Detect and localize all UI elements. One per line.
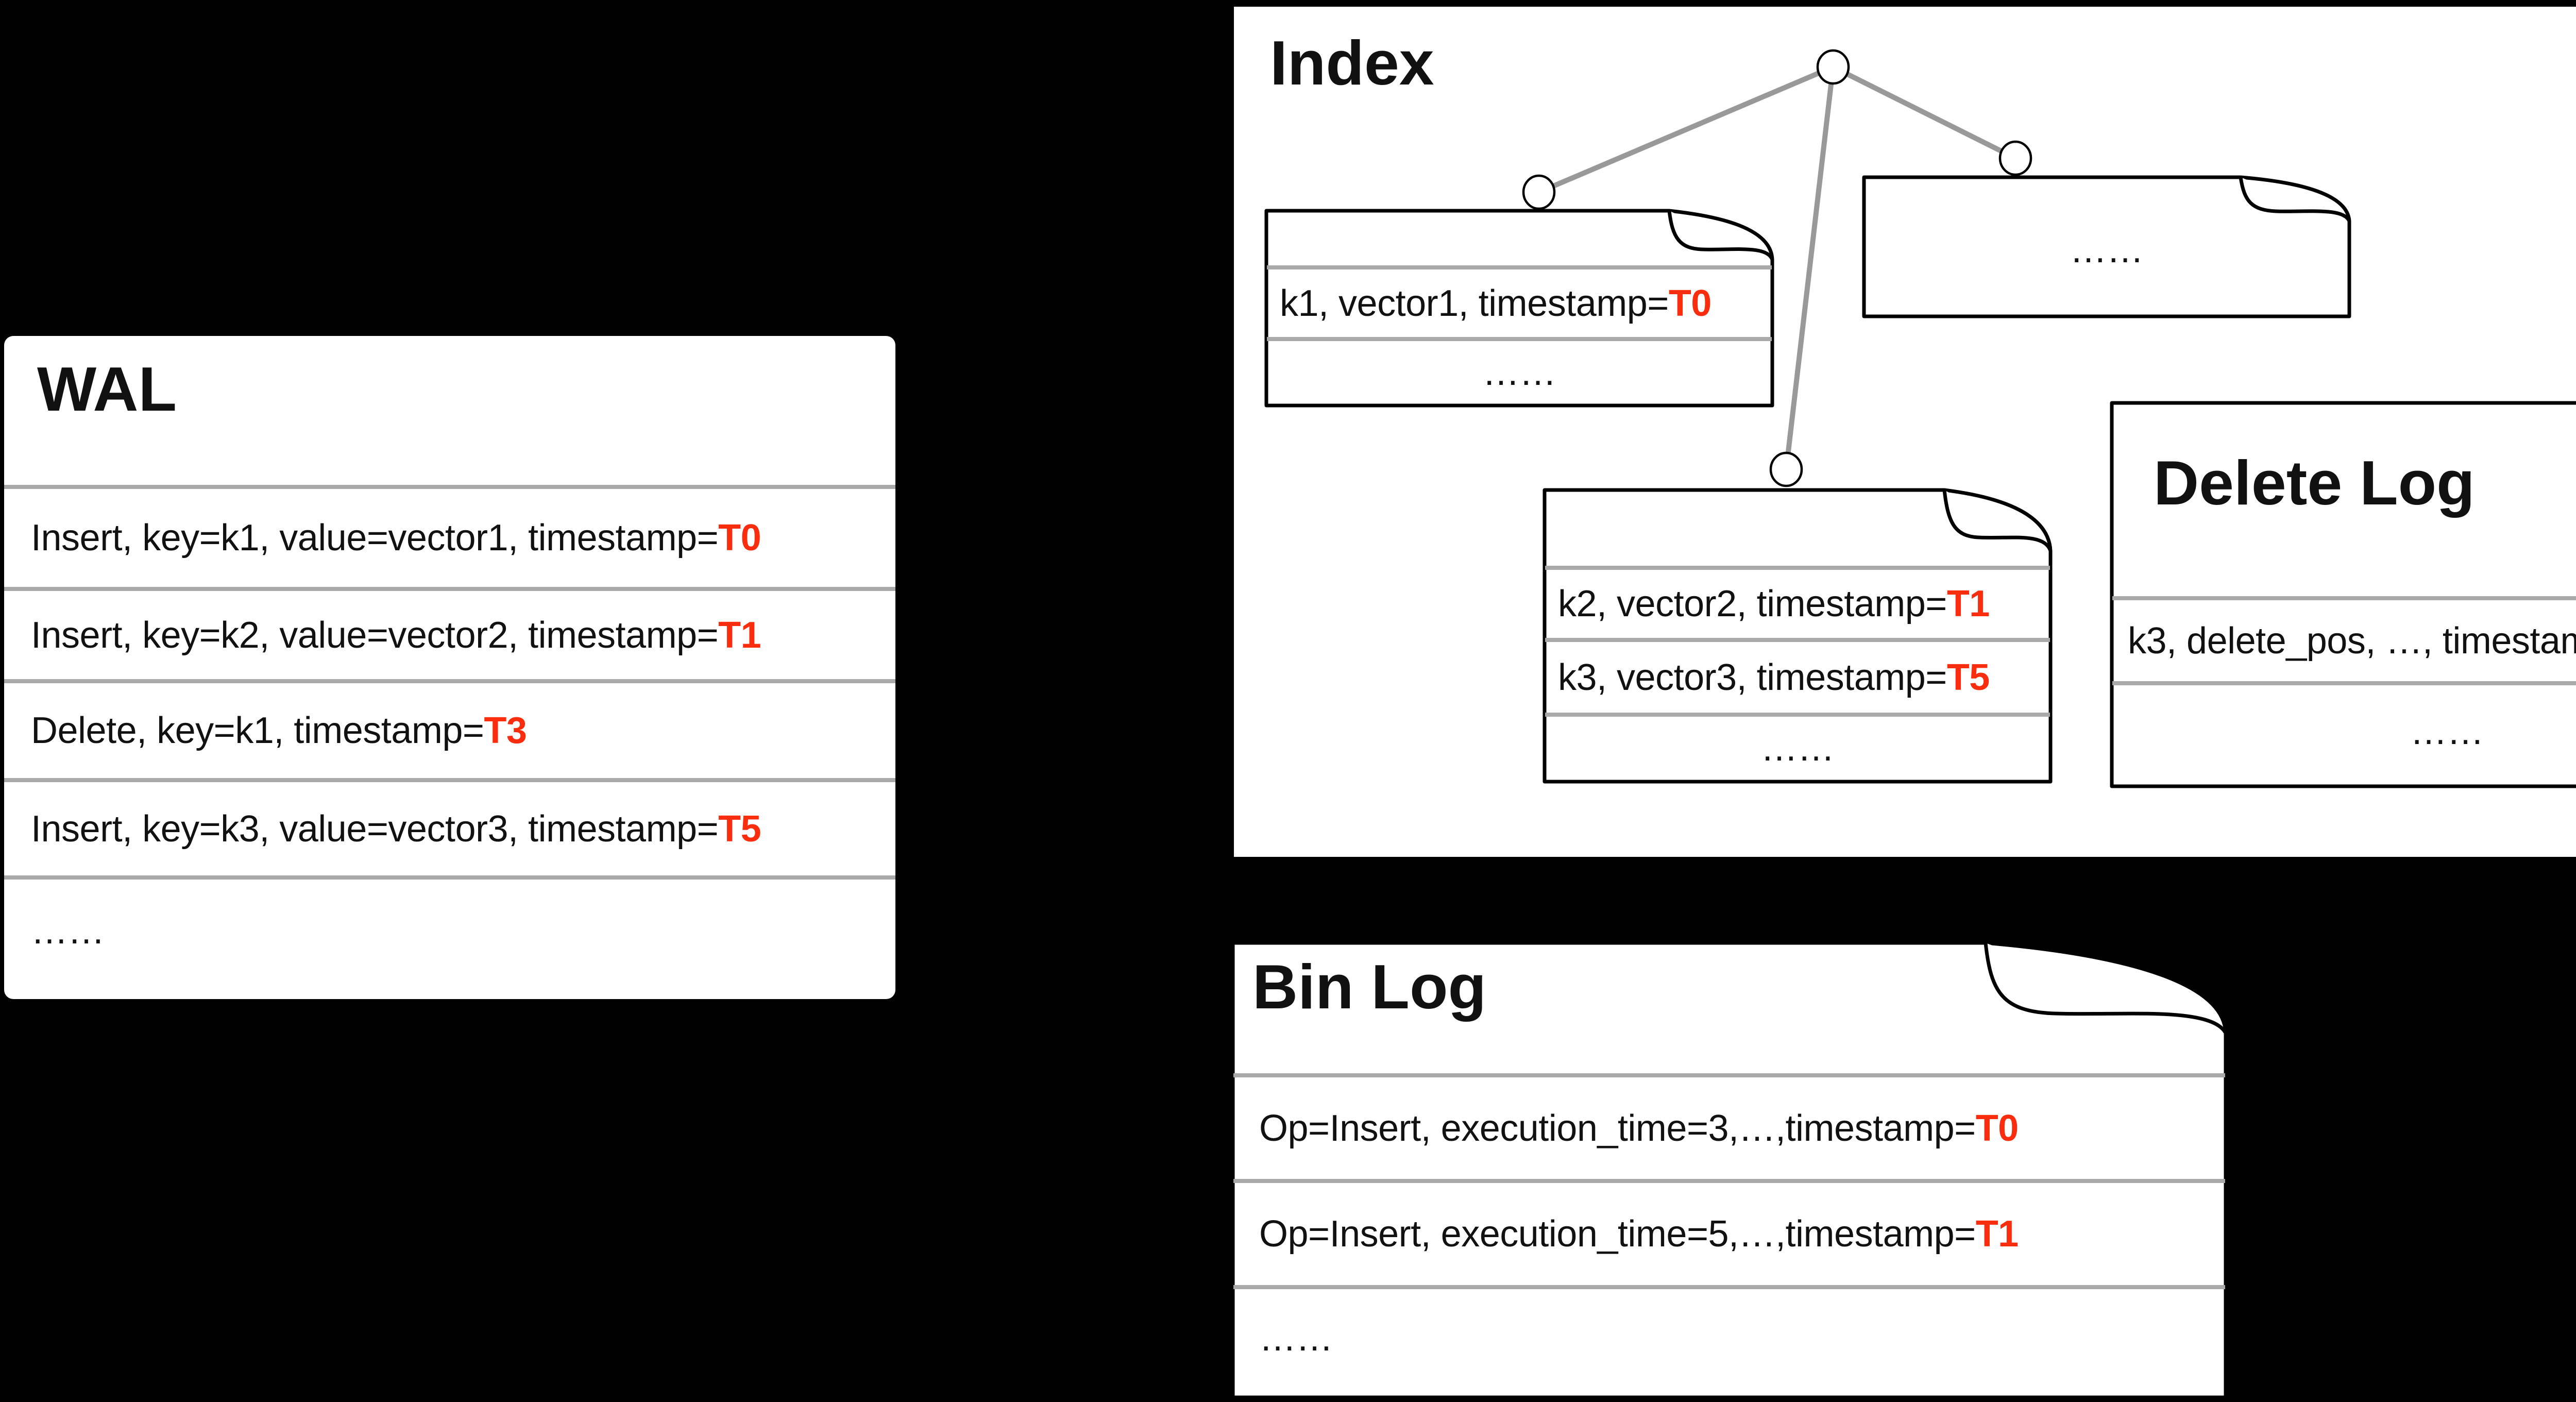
divider (4, 587, 895, 591)
bin-log-row-text: Op=Insert, execution_time=3,…,timestamp= (1259, 1107, 1976, 1149)
segment-row-timestamp: T5 (1946, 656, 1990, 698)
bin-log-box: Bin Log Op=Insert, execution_time=3,…,ti… (1231, 941, 2228, 1399)
divider (1545, 638, 2050, 642)
wal-row-timestamp: T0 (718, 517, 761, 559)
divider (1233, 1179, 2225, 1183)
segment-row-timestamp: T1 (1946, 583, 1990, 624)
wal-log-row: Insert, key=k1, value=vector1, timestamp… (31, 489, 885, 587)
wal-box: WAL Insert, key=k1, value=vector1, times… (4, 336, 895, 999)
segment-row-text: k2, vector2, timestamp= (1558, 583, 1947, 624)
bin-log-row: Op=Insert, execution_time=3,…,timestamp=… (1259, 1077, 2217, 1179)
divider (2112, 681, 2576, 685)
bin-log-ellipsis-row: …… (1259, 1289, 2217, 1387)
ellipsis-text: …… (31, 910, 105, 952)
wal-row-text: Insert, key=k2, value=vector2, timestamp… (31, 614, 719, 656)
segment-ellipsis-row: …… (1269, 341, 1769, 404)
segment-row: k2, vector2, timestamp=T1 (1558, 570, 2047, 638)
divider (4, 679, 895, 683)
divider (1545, 566, 2050, 570)
wal-log-row: Insert, key=k3, value=vector3, timestamp… (31, 782, 885, 875)
delete-log-ellipsis-row: …… (2116, 685, 2576, 778)
index-segment-file-right: …… (1862, 175, 2351, 318)
ellipsis-text: …… (1259, 1317, 1333, 1359)
wal-row-text: Delete, key=k1, timestamp= (31, 710, 484, 751)
segment-ellipsis-row: …… (1548, 717, 2047, 780)
ellipsis-text: …… (2070, 229, 2144, 271)
tree-root-node (1816, 49, 1850, 85)
divider (4, 875, 895, 880)
page-outline (1231, 941, 2228, 1399)
segment-row: k3, vector3, timestamp=T5 (1558, 642, 2047, 713)
index-segment-file-left: k1, vector1, timestamp=T0 …… (1264, 209, 1774, 408)
index-segment-file-middle: k2, vector2, timestamp=T1 k3, vector3, t… (1543, 488, 2053, 784)
divider (2112, 596, 2576, 600)
wal-row-timestamp: T5 (718, 808, 761, 850)
divider (1233, 1073, 2225, 1077)
index-title: Index (1270, 28, 1434, 98)
divider (1545, 713, 2050, 717)
bin-log-title: Bin Log (1252, 952, 1486, 1022)
page-outline (1264, 209, 1774, 408)
wal-log-row: Delete, key=k1, timestamp=T3 (31, 683, 885, 778)
divider (1267, 337, 1772, 341)
segment-ellipsis-row: …… (1867, 185, 2346, 314)
wal-row-timestamp: T1 (718, 614, 761, 656)
wal-row-text: Insert, key=k3, value=vector3, timestamp… (31, 808, 719, 850)
page-outline (1862, 175, 2351, 318)
segment-row-timestamp: T0 (1668, 282, 1712, 324)
ellipsis-text: …… (2410, 711, 2484, 752)
bin-log-row: Op=Insert, execution_time=5,…,timestamp=… (1259, 1183, 2217, 1285)
wal-log-row: Insert, key=k2, value=vector2, timestamp… (31, 591, 885, 679)
tree-middle-leaf-node (1769, 451, 1803, 487)
delete-log-row-text: k3, delete_pos, …, timestamp= (2128, 620, 2576, 662)
ellipsis-text: …… (1760, 728, 1835, 769)
tree-left-child-node (1522, 174, 1556, 210)
wal-ellipsis-row: …… (31, 880, 885, 983)
bin-log-row-text: Op=Insert, execution_time=5,…,timestamp= (1259, 1213, 1976, 1255)
segment-row: k1, vector1, timestamp=T0 (1280, 269, 1769, 337)
index-panel: Index k1, vector1, timestamp=T0 …… (1234, 7, 2576, 857)
tree-right-child-node (1998, 140, 2032, 176)
divider (1233, 1285, 2225, 1289)
delete-log-title: Delete Log (2154, 448, 2475, 518)
divider (4, 485, 895, 489)
page-outline (1543, 488, 2053, 784)
segment-row-text: k3, vector3, timestamp= (1558, 656, 1947, 698)
divider (4, 778, 895, 782)
wal-title: WAL (37, 354, 177, 424)
wal-row-timestamp: T3 (484, 710, 527, 751)
divider (1267, 265, 1772, 269)
segment-row-text: k1, vector1, timestamp= (1280, 282, 1669, 324)
page-outline (2110, 401, 2576, 788)
wal-row-text: Insert, key=k1, value=vector1, timestamp… (31, 517, 719, 559)
bin-log-row-timestamp: T0 (1975, 1107, 2019, 1149)
index-tree (1522, 49, 2032, 487)
delete-log-row: k3, delete_pos, …, timestamp=T3 (2128, 600, 2576, 681)
tree-edges (1538, 64, 2017, 470)
ellipsis-text: …… (1482, 352, 1557, 393)
bin-log-row-timestamp: T1 (1975, 1213, 2019, 1255)
delete-log-box: Delete Log k3, delete_pos, …, timestamp=… (2110, 401, 2576, 788)
